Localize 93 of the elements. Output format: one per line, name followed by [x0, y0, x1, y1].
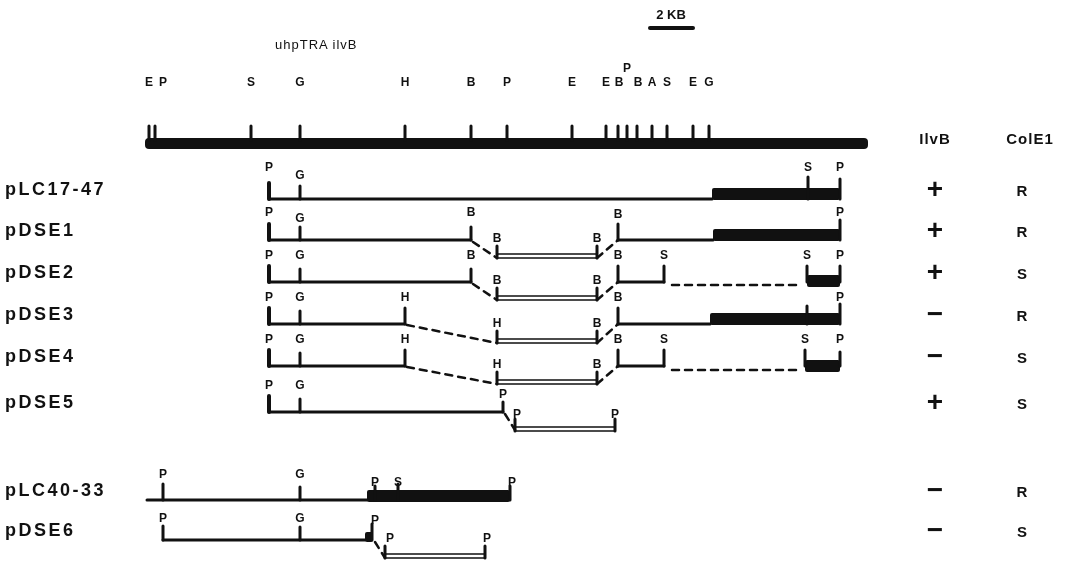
site-label: P — [265, 206, 273, 218]
plasmid-name: pLC40-33 — [5, 481, 107, 499]
site-label: B — [613, 291, 623, 303]
site-label: B — [613, 208, 623, 220]
phenotype-symbol: − — [926, 476, 944, 504]
site-label: P — [836, 291, 844, 303]
site-label: P — [265, 161, 273, 173]
site-label: S — [247, 76, 255, 88]
site-label: G — [295, 212, 305, 224]
phenotype-symbol: + — [926, 388, 944, 416]
site-label: P — [159, 76, 167, 88]
phenotype-symbol: − — [926, 342, 944, 370]
plasmid-name: pDSE1 — [5, 221, 76, 239]
site-label: G — [295, 512, 305, 524]
site-label: E — [145, 76, 153, 88]
site-label: B — [592, 232, 602, 244]
column-header: ColE1 — [1006, 131, 1054, 146]
site-label: B — [466, 249, 476, 261]
site-label: B — [492, 274, 502, 286]
plasmid-name: pLC17-47 — [5, 180, 107, 198]
site-label: P — [159, 468, 167, 480]
site-label: S — [801, 333, 809, 345]
resistance-label: R — [1016, 307, 1028, 323]
site-label: S — [660, 333, 668, 345]
site-label: H — [400, 291, 410, 303]
site-label: B — [613, 333, 623, 345]
site-label: G — [295, 249, 305, 261]
site-label: P — [265, 333, 273, 345]
site-label: P — [836, 161, 844, 173]
site-label: P — [836, 206, 844, 218]
plasmid-name: pDSE5 — [5, 393, 76, 411]
resistance-label: R — [1016, 223, 1028, 239]
site-label: P — [836, 333, 844, 345]
plasmid-name: pDSE3 — [5, 305, 76, 323]
phenotype-symbol: − — [926, 300, 944, 328]
site-label: B — [614, 76, 624, 88]
gene-label: uhpTRA ilvB — [275, 38, 358, 51]
site-label: P — [483, 532, 491, 544]
site-label: G — [295, 333, 305, 345]
site-label: H — [400, 76, 410, 88]
site-label: B — [466, 206, 476, 218]
site-label: P — [371, 476, 379, 488]
resistance-label: S — [1017, 349, 1027, 365]
scale-label: 2 KB — [656, 8, 686, 21]
site-label: P — [265, 379, 273, 391]
site-label: P — [265, 291, 273, 303]
site-label: G — [295, 76, 305, 88]
site-label: B — [613, 249, 623, 261]
site-label: P — [503, 76, 511, 88]
site-label: G — [295, 379, 305, 391]
site-label: S — [804, 161, 812, 173]
site-label: B — [592, 358, 602, 370]
site-label: G — [295, 169, 305, 181]
phenotype-symbol: + — [926, 258, 944, 286]
phenotype-symbol: + — [926, 175, 944, 203]
resistance-label: R — [1016, 483, 1028, 499]
site-label: G — [295, 468, 305, 480]
resistance-label: S — [1017, 265, 1027, 281]
site-label: P — [499, 388, 507, 400]
column-header: IlvB — [919, 131, 951, 146]
site-label: B — [466, 76, 476, 88]
site-label: S — [663, 76, 671, 88]
site-label: A — [647, 76, 657, 88]
site-label: G — [295, 291, 305, 303]
site-label: H — [492, 317, 502, 329]
plasmid-name: pDSE2 — [5, 263, 76, 281]
site-label: P — [611, 408, 619, 420]
site-label: H — [400, 333, 410, 345]
site-label: P — [623, 62, 631, 74]
phenotype-symbol: − — [926, 516, 944, 544]
plasmid-name: pDSE6 — [5, 521, 76, 539]
resistance-label: S — [1017, 523, 1027, 539]
site-label: E — [602, 76, 610, 88]
site-label: S — [803, 249, 811, 261]
site-label: P — [159, 512, 167, 524]
site-label: P — [386, 532, 394, 544]
site-label: B — [633, 76, 643, 88]
site-label: P — [513, 408, 521, 420]
site-label: P — [836, 249, 844, 261]
plasmid-name: pDSE4 — [5, 347, 76, 365]
site-label: H — [492, 358, 502, 370]
phenotype-symbol: + — [926, 216, 944, 244]
site-label: E — [689, 76, 697, 88]
site-label: B — [492, 232, 502, 244]
site-label: P — [265, 249, 273, 261]
site-label: E — [568, 76, 576, 88]
site-label: S — [660, 249, 668, 261]
site-label: B — [592, 317, 602, 329]
resistance-label: R — [1016, 182, 1028, 198]
site-label: P — [371, 514, 379, 526]
site-label: B — [592, 274, 602, 286]
resistance-label: S — [1017, 395, 1027, 411]
site-label: G — [704, 76, 714, 88]
